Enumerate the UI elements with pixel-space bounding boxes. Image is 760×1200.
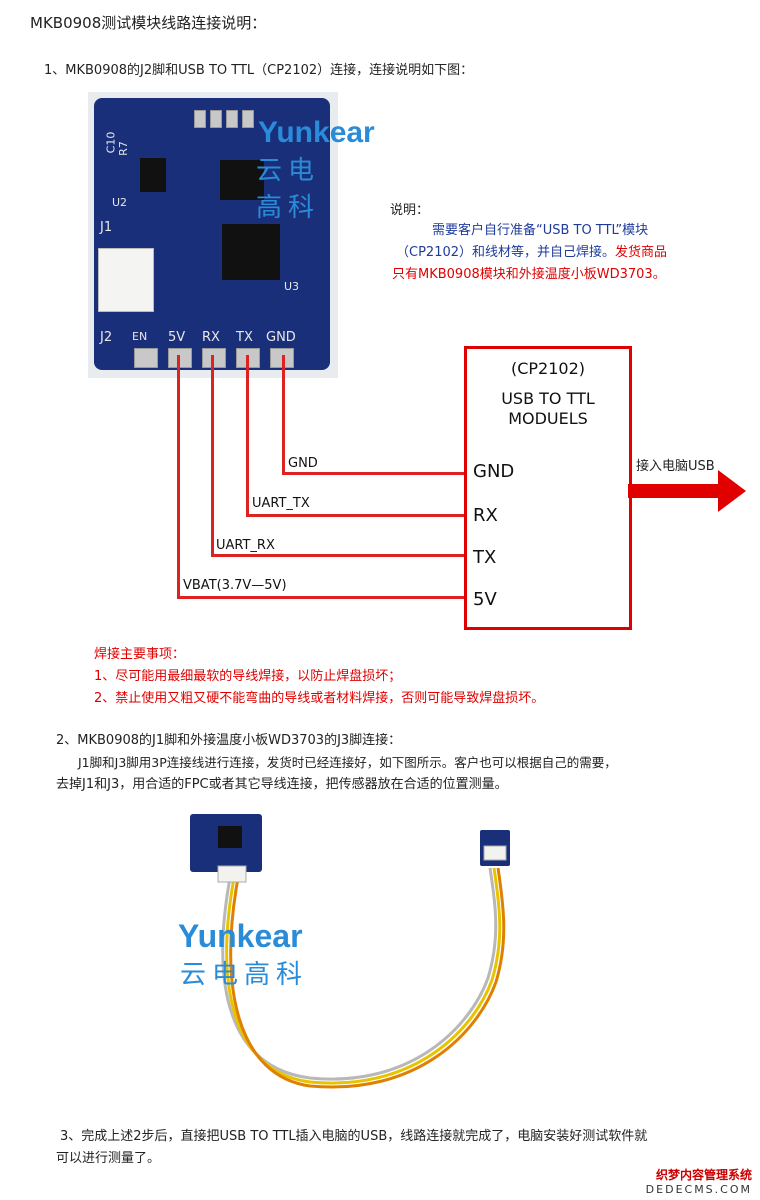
- brand-logo-cn: 云电高科: [256, 155, 321, 222]
- top-pad: [226, 110, 238, 128]
- note-line2b: 发货商品: [615, 245, 668, 260]
- silk-j2: J2: [100, 330, 113, 345]
- j2-pad-rx: [202, 348, 226, 368]
- watermark-line1: 织梦内容管理系统: [655, 1168, 752, 1182]
- step2-heading: 2、MKB0908的J1脚和外接温度小板WD3703的J3脚连接：: [56, 733, 402, 748]
- note-heading: 说明：: [390, 203, 430, 218]
- silk-c10: C10: [104, 131, 118, 154]
- wire-vbat-horizontal: [177, 596, 468, 599]
- solder-note-1: 1、尽可能用最细最软的导线焊接，以防止焊盘损坏；: [94, 669, 402, 684]
- silk-rx: RX: [202, 330, 220, 345]
- module-pin-5v: 5V: [473, 589, 497, 610]
- note-line3: 只有MKB0908模块和外接温度小板WD3703。: [392, 267, 666, 282]
- module-pin-tx: TX: [473, 547, 497, 568]
- top-pad: [194, 110, 206, 128]
- page-title: MKB0908测试模块线路连接说明：: [30, 14, 267, 32]
- step3-line2: 可以进行测量了。: [56, 1151, 161, 1166]
- brand-logo-2: Yunkear: [178, 918, 303, 954]
- step3-line1: 3、完成上述2步后，直接把USB TO TTL插入电脑的USB，线路连接就完成了…: [60, 1129, 648, 1144]
- wire-gnd-horizontal: [282, 472, 468, 475]
- board-photo: C10 R7 U2 J1 J2 EN 5V RX TX GND U3 Yunke…: [88, 92, 375, 378]
- module-pin-gnd: GND: [473, 461, 515, 482]
- watermark: 织梦内容管理系统 DEDECMS.COM: [646, 1166, 752, 1196]
- silk-en: EN: [132, 330, 148, 343]
- cable-photo-drawing: [190, 814, 510, 1089]
- wire-label-uart-tx: UART_TX: [252, 496, 310, 511]
- note-line1: 需要客户自行准备“USB TO TTL”模块: [432, 223, 649, 238]
- j2-pad-en: [134, 348, 158, 368]
- silk-tx: TX: [236, 330, 253, 345]
- step2-line2: 去掉J1和J3，用合适的FPC或者其它导线连接，把传感器放在合适的位置测量。: [56, 777, 508, 792]
- silk-j1: J1: [100, 220, 113, 235]
- step1-heading: 1、MKB0908的J2脚和USB TO TTL（CP2102）连接，连接说明如…: [44, 63, 474, 78]
- j2-pad-5v: [168, 348, 192, 368]
- wire-label-gnd: GND: [288, 456, 318, 471]
- note-line2a: （CP2102）和线材等，并自己焊接。: [396, 245, 616, 260]
- wire-label-vbat: VBAT(3.7V—5V): [183, 578, 287, 593]
- watermark-line2: DEDECMS.COM: [645, 1183, 752, 1196]
- cable-photo: Yunkear 云电高科: [170, 808, 520, 1108]
- cp2102-module-box: (CP2102) USB TO TTL MODUELS GND RX TX 5V: [464, 346, 632, 630]
- chip-u2: [140, 158, 166, 192]
- wire-label-uart-rx: UART_RX: [216, 538, 275, 553]
- wire-uart-rx-horizontal: [211, 554, 468, 557]
- solder-notes-heading: 焊接主要事项：: [94, 647, 186, 662]
- usb-arrow-icon: [628, 470, 746, 512]
- wire-uart-rx-vertical: [211, 355, 214, 557]
- silk-r7: R7: [116, 141, 130, 156]
- step2-line1: J1脚和J3脚用3P连接线进行连接，发货时已经连接好，如下图所示。客户也可以根据…: [78, 755, 617, 770]
- module-line3: MODUELS: [508, 409, 588, 428]
- wire-uart-tx-horizontal: [246, 514, 468, 517]
- pcb-board: C10 R7 U2 J1 J2 EN 5V RX TX GND U3: [94, 98, 330, 370]
- chip-main: [220, 160, 264, 200]
- top-pad: [242, 110, 254, 128]
- brand-logo: Yunkear: [258, 116, 375, 149]
- j1-connector: [98, 248, 154, 312]
- silk-gnd: GND: [266, 330, 296, 345]
- silk-u3: U3: [284, 280, 300, 293]
- wire-gnd-vertical: [282, 355, 285, 475]
- silk-5v: 5V: [168, 330, 186, 345]
- usb-arrow-label: 接入电脑USB: [636, 459, 715, 474]
- top-pad: [210, 110, 222, 128]
- brand-logo-cn-2: 云电高科: [180, 959, 309, 989]
- module-line2: USB TO TTL: [501, 389, 595, 408]
- module-line1: (CP2102): [510, 359, 586, 378]
- wire-uart-tx-vertical: [246, 355, 249, 517]
- chip-u3: [222, 224, 280, 280]
- silk-u2: U2: [112, 196, 128, 209]
- module-pin-rx: RX: [473, 505, 498, 526]
- wire-vbat-vertical: [177, 355, 180, 599]
- solder-note-2: 2、禁止使用又粗又硬不能弯曲的导线或者材料焊接，否则可能导致焊盘损坏。: [94, 691, 545, 706]
